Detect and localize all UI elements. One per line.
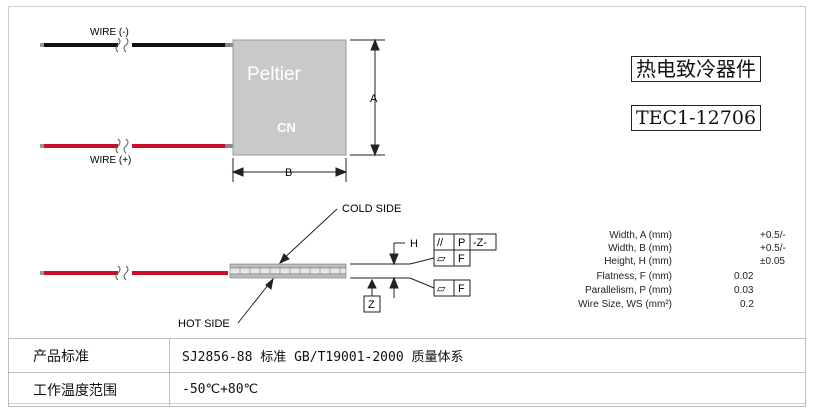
- cn-mark: CN: [277, 120, 296, 135]
- dimension-b: [231, 158, 348, 182]
- hot-side-label: HOT SIDE: [178, 318, 230, 330]
- table-row: 工作温度范围 -50℃+80℃: [8, 372, 806, 407]
- wire-positive-label: WIRE (+): [90, 155, 131, 166]
- wire-negative: [40, 37, 233, 53]
- datum-z-label: Z: [368, 299, 375, 311]
- wire-positive: [40, 138, 233, 154]
- spec-value: 0.03: [734, 285, 754, 296]
- dimension-a-label: A: [370, 93, 378, 105]
- side-view-wire: [40, 265, 228, 281]
- datum-z: [363, 278, 381, 313]
- tolerance-f-top: F: [458, 253, 465, 265]
- spec-name: Flatness, F (mm): [596, 271, 672, 282]
- side-view-module: [229, 263, 347, 279]
- spec-value: ±0.05: [760, 256, 785, 267]
- hot-side-leader: [237, 277, 274, 324]
- table-value: -50℃+80℃: [169, 372, 806, 407]
- tolerance-frame-top: [433, 233, 497, 267]
- tolerance-parallel: //: [437, 237, 444, 249]
- model-number: TEC1-12706: [631, 105, 762, 131]
- tolerance-flat-bottom: ▱: [437, 283, 446, 295]
- spec-name: Height, H (mm): [604, 256, 672, 267]
- spec-value: +0.5/-: [760, 243, 786, 254]
- spec-value: 0.02: [734, 271, 754, 282]
- table-row: 产品标准 SJ2856-88 标准 GB/T19001-2000 质量体系: [8, 338, 806, 373]
- wire-negative-label: WIRE (-): [90, 27, 129, 38]
- tolerance-flat-top: ▱: [437, 253, 446, 265]
- module-top-view: [232, 39, 347, 156]
- table-label: 产品标准: [8, 338, 170, 373]
- table-value: SJ2856-88 标准 GB/T19001-2000 质量体系: [169, 338, 806, 373]
- spec-list: Width, A (mm) +0.5/- Width, B (mm) +0.5/…: [578, 230, 786, 310]
- title-chinese: 热电致冷器件: [631, 56, 761, 82]
- spec-value: +0.5/-: [760, 230, 786, 241]
- dimension-h: [350, 242, 410, 298]
- dimension-a: [350, 38, 385, 157]
- tolerance-z: -Z-: [473, 237, 487, 249]
- spec-name: Width, B (mm): [608, 243, 672, 254]
- cold-side-label: COLD SIDE: [342, 203, 401, 215]
- spec-name: Wire Size, WS (mm²): [578, 299, 672, 310]
- cold-side-leader: [279, 208, 338, 264]
- spec-value: 0.2: [740, 299, 754, 310]
- dimension-b-label: B: [285, 167, 292, 179]
- table-label: 工作温度范围: [8, 372, 170, 407]
- standards-table: 产品标准 SJ2856-88 标准 GB/T19001-2000 质量体系 工作…: [8, 338, 806, 407]
- spec-name: Width, A (mm): [609, 230, 672, 241]
- tolerance-p: P: [458, 237, 465, 249]
- tolerance-f-bottom: F: [458, 283, 465, 295]
- spec-name: Parallelism, P (mm): [585, 285, 672, 296]
- brand-label: Peltier: [247, 64, 302, 85]
- dimension-h-label: H: [410, 238, 418, 250]
